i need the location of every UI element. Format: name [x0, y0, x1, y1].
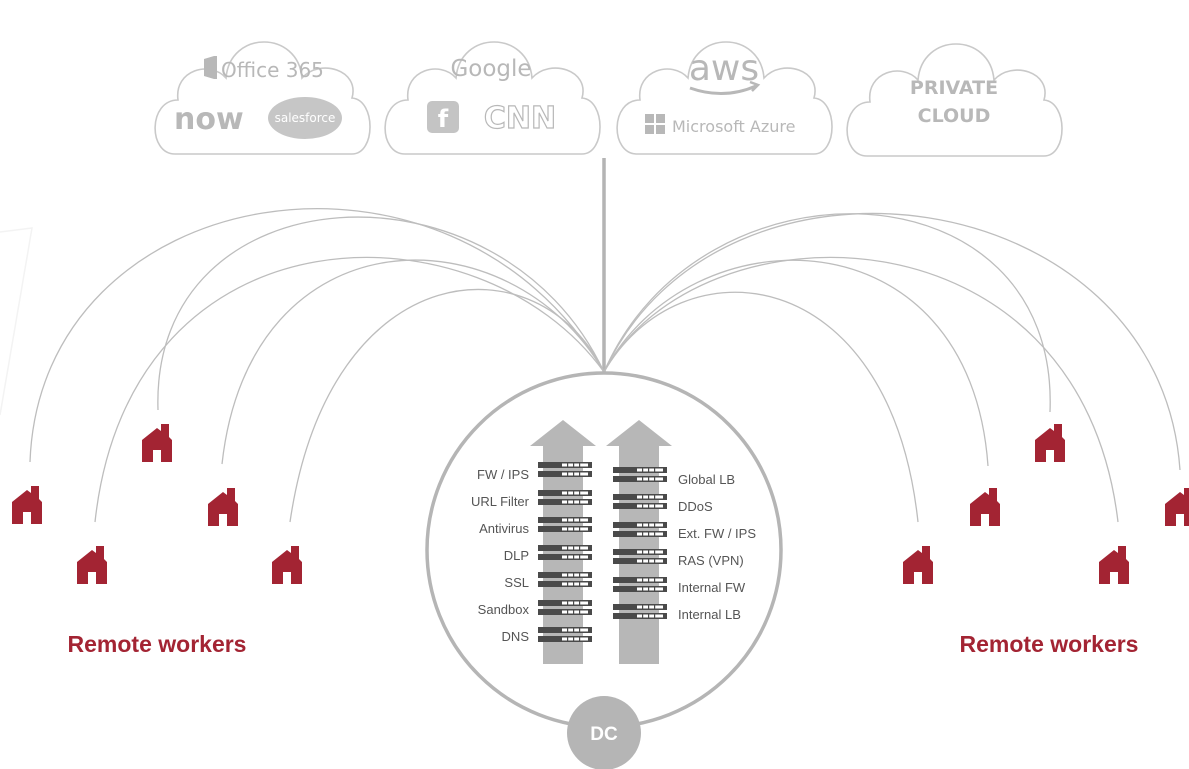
security-label-global-lb: Global LB: [678, 472, 735, 487]
security-label-ddos: DDoS: [678, 499, 713, 514]
facebook-logo-icon: [427, 101, 459, 133]
house-icon: [970, 488, 1000, 526]
arc-left-3: [94, 256, 605, 523]
security-label-fw-ips: FW / IPS: [477, 467, 529, 482]
background-decoration: [0, 227, 33, 416]
arc-left-5: [289, 288, 605, 523]
windows-logo-icon: [645, 114, 665, 134]
house-icon: [142, 424, 172, 462]
security-label-ext-fw-ips: Ext. FW / IPS: [678, 526, 756, 541]
house-icon: [272, 546, 302, 584]
right-security-stack: Global LB DDoS Ext. FW / IPS RAS (VPN) I…: [613, 467, 756, 622]
house-icon: [1099, 546, 1129, 584]
security-label-url-filter: URL Filter: [471, 494, 530, 509]
house-icon: [1165, 488, 1189, 526]
arc-left-1: [29, 208, 605, 463]
house-icon: [1035, 424, 1065, 462]
dc-badge: [567, 696, 641, 769]
security-label-ssl: SSL: [504, 575, 529, 590]
arc-right-1: [603, 212, 1181, 471]
data-center-circle: [425, 371, 783, 729]
house-icon: [77, 546, 107, 584]
cnn-logo-text: CNN: [484, 101, 556, 136]
private-cloud-label-line1: PRIVATE: [910, 77, 998, 99]
arc-right-4: [603, 259, 989, 467]
left-security-stack: FW / IPS URL Filter Antivirus DLP SSL Sa…: [471, 462, 592, 644]
security-label-internal-lb: Internal LB: [678, 607, 741, 622]
cloud-private: PRIVATE CLOUD: [846, 43, 1063, 157]
aws-logo-text: aws: [689, 48, 759, 89]
dc-label: DC: [590, 724, 618, 745]
security-label-dlp: DLP: [504, 548, 529, 563]
office365-logo-text: Office 365: [221, 58, 324, 82]
cloud-saas-2: Google f CNN: [384, 41, 601, 155]
cloud-iaas: aws Microsoft Azure: [616, 41, 833, 155]
azure-logo-text: Microsoft Azure: [672, 117, 795, 136]
house-icon: [903, 546, 933, 584]
security-label-dns: DNS: [502, 629, 530, 644]
security-label-antivirus: Antivirus: [479, 521, 529, 536]
arc-right-5: [603, 291, 919, 523]
amazon-smile-icon: [689, 84, 757, 96]
google-logo-text: Google: [450, 56, 531, 82]
servicenow-logo-text: now: [174, 102, 244, 137]
arc-right-2: [603, 213, 1051, 413]
salesforce-logo-text: salesforce: [275, 111, 336, 125]
security-label-internal-fw: Internal FW: [678, 580, 746, 595]
cloud-saas-1: Office 365 now salesforce: [154, 41, 371, 155]
remote-workers-label-left: Remote workers: [68, 631, 247, 657]
remote-workers-label-right: Remote workers: [960, 631, 1139, 657]
connection-arcs: [29, 208, 1181, 523]
amazon-smile-arrow: [749, 80, 761, 92]
security-label-sandbox: Sandbox: [478, 602, 530, 617]
cloud-outline: [846, 43, 1063, 157]
arc-right-3: [603, 256, 1119, 523]
house-icon: [208, 488, 238, 526]
private-cloud-label-line2: CLOUD: [918, 105, 991, 127]
arc-left-2: [157, 216, 605, 411]
security-label-ras-vpn: RAS (VPN): [678, 553, 744, 568]
house-icon: [12, 486, 42, 524]
salesforce-logo-shape: [268, 97, 342, 139]
facebook-logo-text: f: [438, 105, 449, 133]
office-logo-icon: [204, 56, 217, 79]
